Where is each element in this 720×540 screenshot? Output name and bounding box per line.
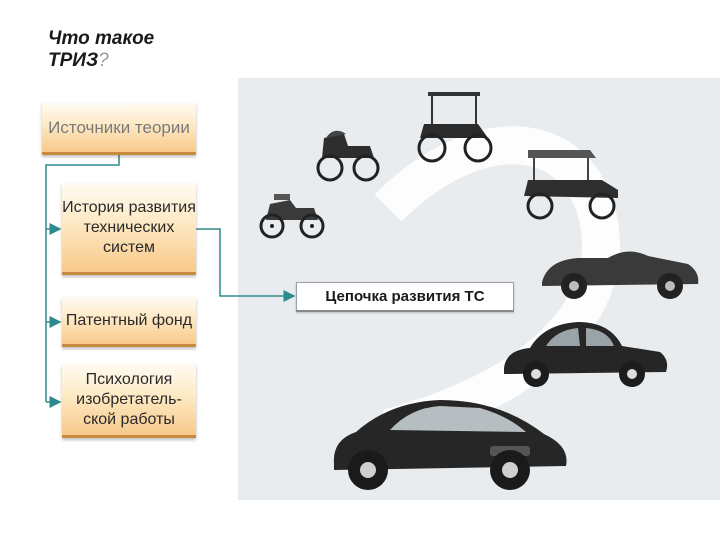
- source-history-box: История развития технических систем: [62, 183, 196, 275]
- chain-label: Цепочка развития ТС: [296, 282, 514, 312]
- source-patent-box: Патентный фонд: [62, 297, 196, 347]
- sources-heading: Источники теории: [42, 103, 196, 155]
- source-psychology-box: Психология изобретатель-ской работы: [62, 364, 196, 438]
